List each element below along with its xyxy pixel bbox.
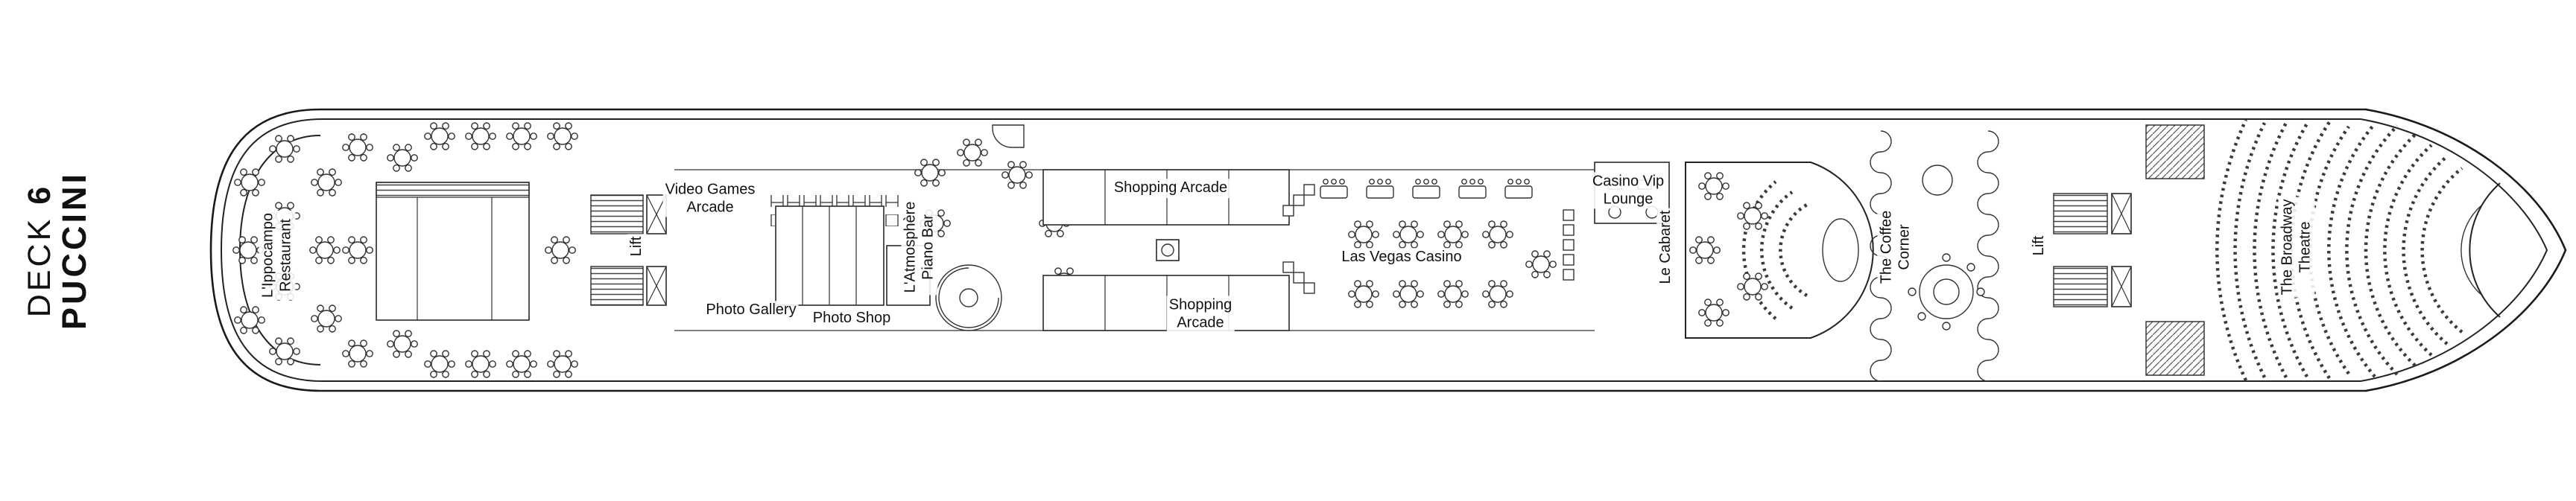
label-photo-gallery: Photo Gallery	[703, 301, 799, 320]
cabaret-area	[1685, 162, 1874, 339]
deck-number: 6	[21, 183, 57, 205]
shopping-arcade-rooms	[1042, 169, 1290, 331]
label-line-1: Video Games	[665, 181, 756, 198]
label-line-2: Corner	[1896, 224, 1912, 270]
theatre-area	[2145, 119, 2501, 381]
hull-outline	[209, 108, 2567, 392]
piano-bar-area	[914, 124, 1080, 331]
label-lippocampo-restaurant: L'Ippocampo Restaurant	[259, 211, 296, 300]
galley-block	[376, 182, 530, 321]
deck-number-label: DECK 6	[21, 171, 57, 330]
stairs-lift-left	[590, 194, 667, 306]
label-the-coffee-corner: The Coffee Corner	[1877, 208, 1914, 287]
label-line-2: Piano Bar	[920, 214, 936, 280]
label-shopping-arcade-top: Shopping Arcade	[1111, 179, 1230, 198]
label-shopping-arcade-bottom: Shopping Arcade	[1166, 296, 1235, 333]
label-line-1: The Coffee	[1878, 210, 1895, 284]
label-photo-shop: Photo Shop	[810, 309, 893, 328]
label-line-1: Shopping	[1168, 296, 1232, 313]
label-line-2: Restaurant	[277, 219, 294, 292]
deck-title: DECK 6 PUCCINI	[9, 0, 106, 501]
coffee-corner-area	[1870, 130, 1999, 382]
label-las-vegas-casino: Las Vegas Casino	[1339, 248, 1464, 267]
label-casino-vip-lounge: Casino Vip Lounge	[1589, 172, 1667, 209]
label-broadway-theatre: The Broadway Theatre	[2278, 197, 2315, 298]
deck-name: PUCCINI	[54, 170, 93, 331]
label-atmosphere-piano-bar: L'Atmosphère Piano Bar	[901, 199, 938, 296]
casino-area	[1282, 179, 1575, 308]
restaurant-area	[232, 122, 578, 378]
label-line-2: Lounge	[1603, 191, 1653, 207]
label-lift-left: Lift	[627, 234, 647, 259]
label-line-1: L'Atmosphère	[902, 201, 919, 293]
deck-word: DECK	[21, 216, 57, 318]
label-video-games-arcade: Video Games Arcade	[662, 180, 758, 217]
label-line-2: Arcade	[1177, 314, 1224, 331]
label-line-2: Theatre	[2297, 221, 2313, 273]
label-line-2: Arcade	[686, 199, 734, 215]
label-line-1: The Broadway	[2279, 199, 2296, 296]
label-le-cabaret: Le Cabaret	[1656, 208, 1676, 287]
label-line-1: L'Ippocampo	[259, 213, 276, 298]
label-line-1: Casino Vip	[1592, 173, 1665, 190]
label-lift-right: Lift	[2030, 233, 2049, 258]
stairs-lift-right	[2053, 193, 2132, 307]
